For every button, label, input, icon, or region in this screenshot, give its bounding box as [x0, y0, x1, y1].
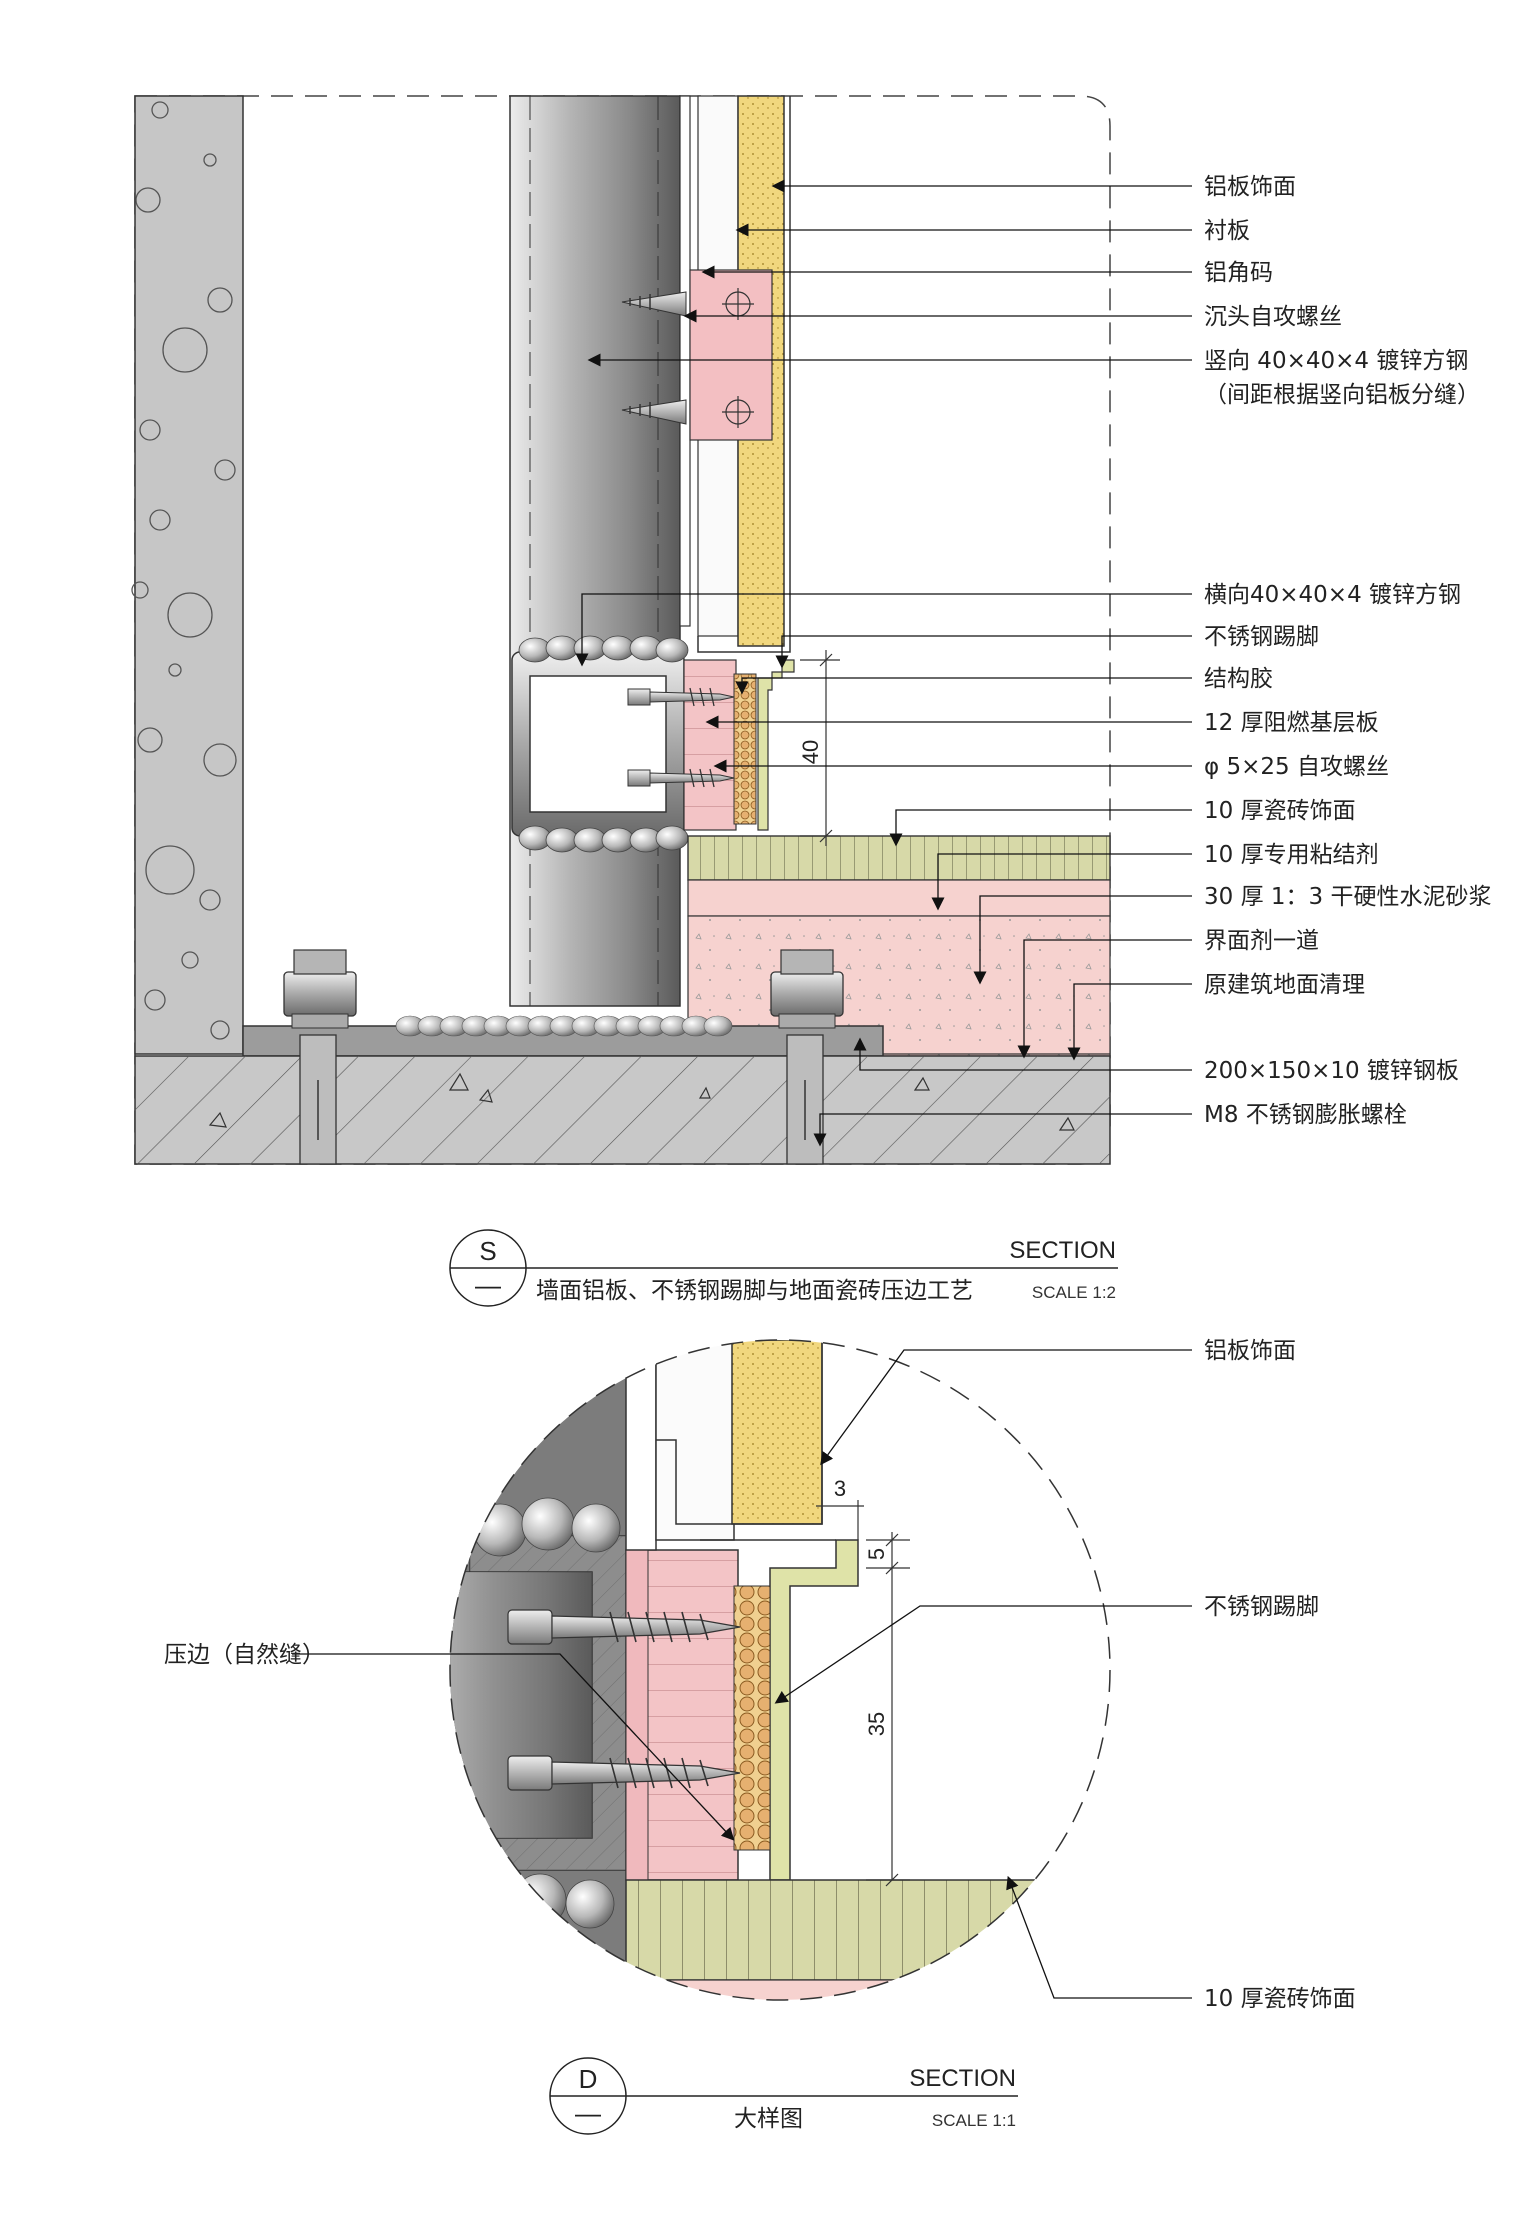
section-mark-s-bottom: —	[475, 1270, 501, 1300]
concrete-wall	[134, 95, 244, 1055]
dim-35: 35	[864, 1712, 889, 1736]
title-block-d: D — SECTION 大样图 SCALE 1:1	[549, 2057, 1018, 2135]
label-spacing-note: （间距根据竖向铝板分缝）	[1204, 382, 1480, 408]
anchor-bolt-left	[283, 949, 357, 1165]
detail-leaders	[292, 1349, 1192, 1999]
top-section: 40	[131, 95, 1111, 1165]
top-labels: 铝板饰面 衬板 铝角码 沉头自攻螺丝 竖向 40×40×4 镀锌方钢 （间距根据…	[1204, 174, 1491, 1128]
tile-layer	[687, 835, 1111, 881]
label-structural-glue: 结构胶	[1204, 666, 1273, 692]
label-adhesive: 10 厚专用粘结剂	[1204, 842, 1379, 868]
adhesive-layer	[687, 879, 1111, 917]
detail-circle: 3 5 35	[449, 1339, 1111, 2001]
label-countersunk-screw: 沉头自攻螺丝	[1204, 304, 1342, 330]
label-base-board: 12 厚阻燃基层板	[1204, 710, 1379, 736]
section-mark-d-bottom: —	[575, 2098, 601, 2128]
label-tile-finish: 10 厚瓷砖饰面	[1204, 798, 1356, 824]
title-d: 大样图	[734, 2106, 803, 2132]
dim-40: 40	[798, 740, 823, 764]
stainless-baseboard	[757, 659, 795, 831]
top-leaders	[575, 179, 1192, 1147]
section-mark-d: D	[579, 2064, 598, 2094]
vertical-steel-tube	[509, 95, 681, 1007]
label-vertical-steel: 竖向 40×40×4 镀锌方钢	[1204, 348, 1468, 374]
structural-glue	[733, 673, 757, 825]
title-s: 墙面铝板、不锈钢踢脚与地面瓷砖压边工艺	[536, 1278, 973, 1304]
label-aluminum-angle: 铝角码	[1204, 260, 1273, 286]
label-aluminum-finish: 铝板饰面	[1204, 174, 1296, 200]
horizontal-steel-tube	[511, 635, 689, 853]
section-mark-s: S	[479, 1236, 496, 1266]
scale-s: SCALE 1:2	[1032, 1283, 1116, 1302]
label-lining: 衬板	[1204, 218, 1250, 244]
detail-labels: 铝板饰面 不锈钢踢脚 压边（自然缝） 10 厚瓷砖饰面	[164, 1338, 1356, 2012]
detail-label-edge: 压边（自然缝）	[164, 1642, 325, 1668]
label-horizontal-steel: 横向40×40×4 镀锌方钢	[1204, 582, 1461, 608]
label-stainless-baseboard: 不锈钢踢脚	[1204, 624, 1319, 650]
label-self-tapping-screw: φ 5×25 自攻螺丝	[1204, 754, 1389, 780]
detail-label-aluminum: 铝板饰面	[1204, 1338, 1296, 1364]
label-interface-agent: 界面剂一道	[1204, 928, 1319, 954]
label-steel-plate: 200×150×10 镀锌钢板	[1204, 1058, 1459, 1084]
label-floor-clean: 原建筑地面清理	[1204, 972, 1365, 998]
detail-label-baseboard: 不锈钢踢脚	[1204, 1594, 1319, 1620]
detail-label-tile: 10 厚瓷砖饰面	[1204, 1986, 1356, 2012]
scale-d: SCALE 1:1	[932, 2111, 1016, 2130]
title-block-s: S — SECTION 墙面铝板、不锈钢踢脚与地面瓷砖压边工艺 SCALE 1:…	[449, 1229, 1118, 1307]
label-anchor-bolt: M8 不锈钢膨胀螺栓	[1204, 1102, 1407, 1128]
dim-5: 5	[864, 1548, 889, 1560]
section-word-d: SECTION	[909, 2065, 1016, 2092]
base-board	[683, 659, 737, 831]
section-word-s: SECTION	[1009, 1237, 1116, 1264]
aluminum-angle	[689, 269, 773, 441]
label-mortar: 30 厚 1：3 干硬性水泥砂浆	[1204, 884, 1491, 910]
dim-3: 3	[834, 1476, 846, 1501]
